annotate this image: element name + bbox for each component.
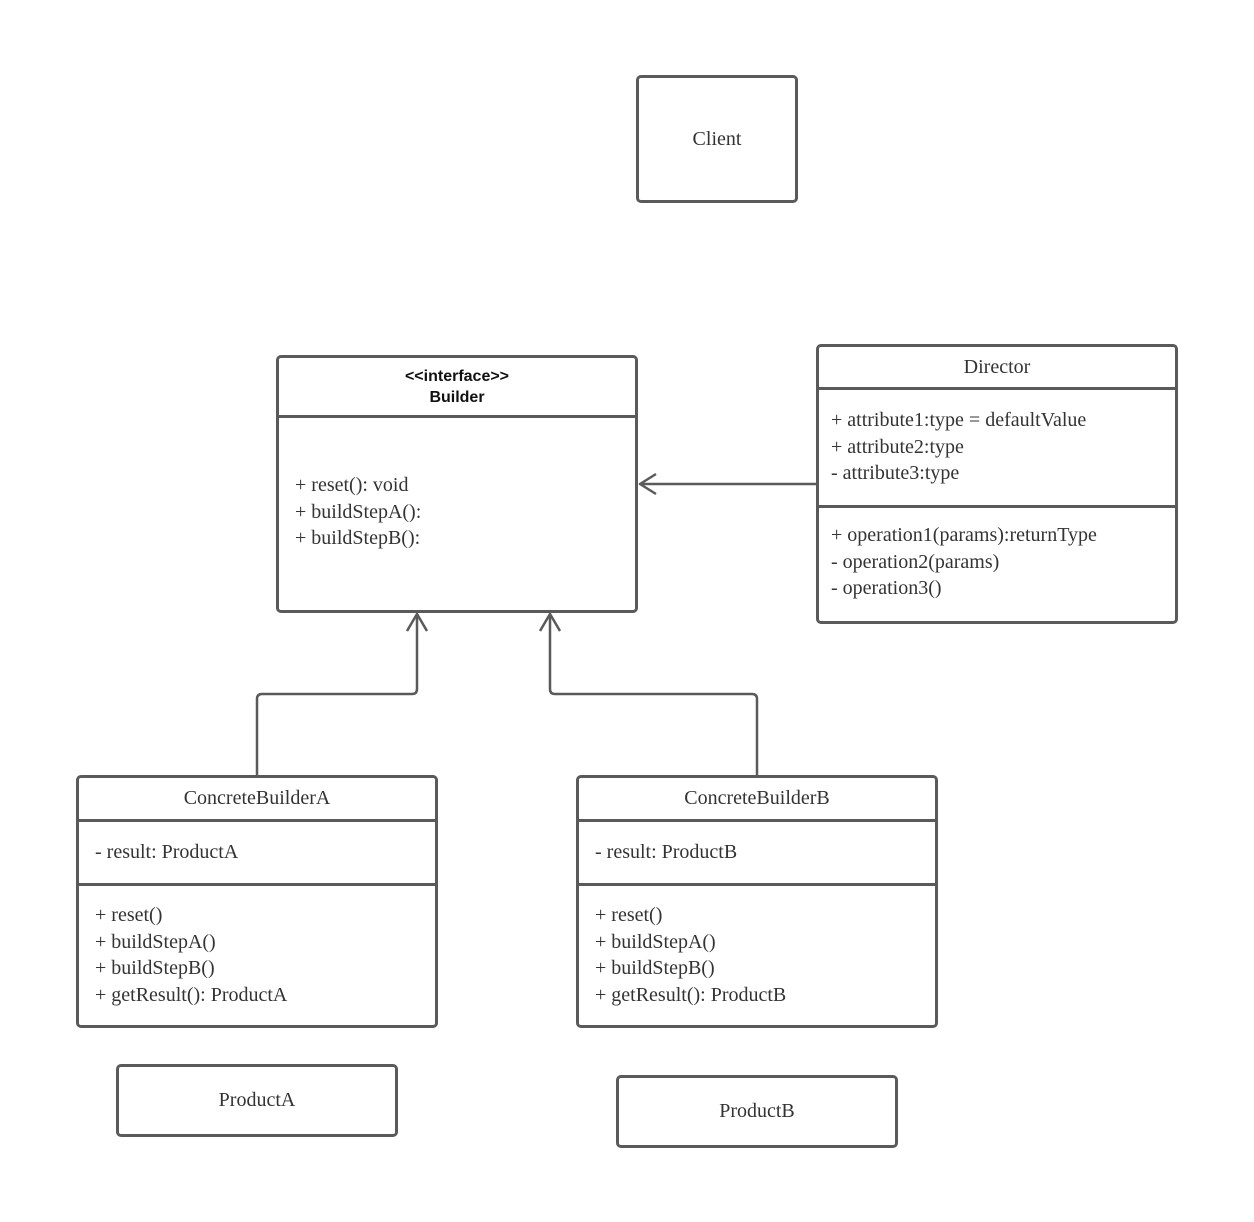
- director-method: - operation2(params): [831, 550, 1000, 573]
- director-attribute: + attribute2:type: [831, 435, 964, 458]
- concrete-builder-a-method: + buildStepA(): [95, 930, 216, 953]
- concrete-builder-b-attribute: - result: ProductB: [595, 841, 738, 863]
- director-method: - operation3(): [831, 577, 942, 599]
- concrete-builder-a-class-box[interactable]: ConcreteBuilderA - result: ProductA + re…: [76, 775, 438, 1028]
- concrete-builder-a-attribute: - result: ProductA: [95, 841, 239, 863]
- director-attribute: + attribute1:type = defaultValue: [831, 409, 1087, 431]
- concrete-builder-b-method: + reset(): [595, 904, 663, 926]
- concrete-builder-a-header: ConcreteBuilderA: [79, 778, 435, 822]
- product-a-box[interactable]: ProductA: [116, 1064, 398, 1137]
- concrete-builder-b-to-builder-line: [548, 614, 759, 775]
- client-label: Client: [692, 127, 742, 150]
- product-b-box[interactable]: ProductB: [616, 1075, 898, 1148]
- concrete-builder-b-attributes: - result: ProductB: [579, 822, 935, 886]
- builder-method: + buildStepA():: [295, 500, 422, 523]
- director-name: Director: [963, 355, 1031, 378]
- builder-methods: + reset(): void + buildStepA(): + buildS…: [279, 418, 635, 552]
- concrete-builder-a-to-builder-line: [255, 614, 419, 775]
- builder-header: <<interface>> Builder: [279, 358, 635, 418]
- concrete-builder-a-methods: + reset() + buildStepA() + buildStepB() …: [79, 886, 435, 1008]
- concrete-builder-a-method: + getResult(): ProductA: [95, 983, 288, 1006]
- concrete-builder-b-header: ConcreteBuilderB: [579, 778, 935, 822]
- concrete-builder-a-arrowhead: [405, 612, 429, 632]
- builder-method: + reset(): void: [295, 474, 409, 496]
- concrete-builder-b-method: + buildStepB(): [595, 957, 715, 979]
- builder-name: Builder: [429, 388, 485, 406]
- product-b-label: ProductB: [719, 1100, 795, 1122]
- product-a-label: ProductA: [218, 1089, 296, 1111]
- concrete-builder-b-arrowhead: [538, 612, 562, 632]
- director-header: Director: [819, 347, 1175, 390]
- concrete-builder-a-method: + buildStepB(): [95, 957, 215, 979]
- director-attribute: - attribute3:type: [831, 462, 960, 484]
- director-method: + operation1(params):returnType: [831, 524, 1097, 546]
- concrete-builder-a-attributes: - result: ProductA: [79, 822, 435, 886]
- concrete-builder-a-name: ConcreteBuilderA: [183, 787, 331, 809]
- builder-method: + buildStepB():: [295, 527, 421, 549]
- builder-stereotype: <<interface>>: [404, 367, 510, 385]
- concrete-builder-b-method: + buildStepA(): [595, 930, 716, 953]
- concrete-builder-b-methods: + reset() + buildStepA() + buildStepB() …: [579, 886, 935, 1008]
- concrete-builder-a-method: + reset(): [95, 904, 163, 926]
- concrete-builder-b-class-box[interactable]: ConcreteBuilderB - result: ProductB + re…: [576, 775, 938, 1028]
- director-attributes: + attribute1:type = defaultValue + attri…: [819, 390, 1175, 508]
- director-to-builder-arrowhead: [638, 472, 657, 496]
- builder-interface-box[interactable]: <<interface>> Builder + reset(): void + …: [276, 355, 638, 613]
- director-class-box[interactable]: Director + attribute1:type = defaultValu…: [816, 344, 1178, 624]
- concrete-builder-b-method: + getResult(): ProductB: [595, 983, 787, 1006]
- client-box[interactable]: Client: [636, 75, 798, 203]
- concrete-builder-b-name: ConcreteBuilderB: [684, 787, 830, 809]
- director-methods: + operation1(params):returnType - operat…: [819, 508, 1175, 602]
